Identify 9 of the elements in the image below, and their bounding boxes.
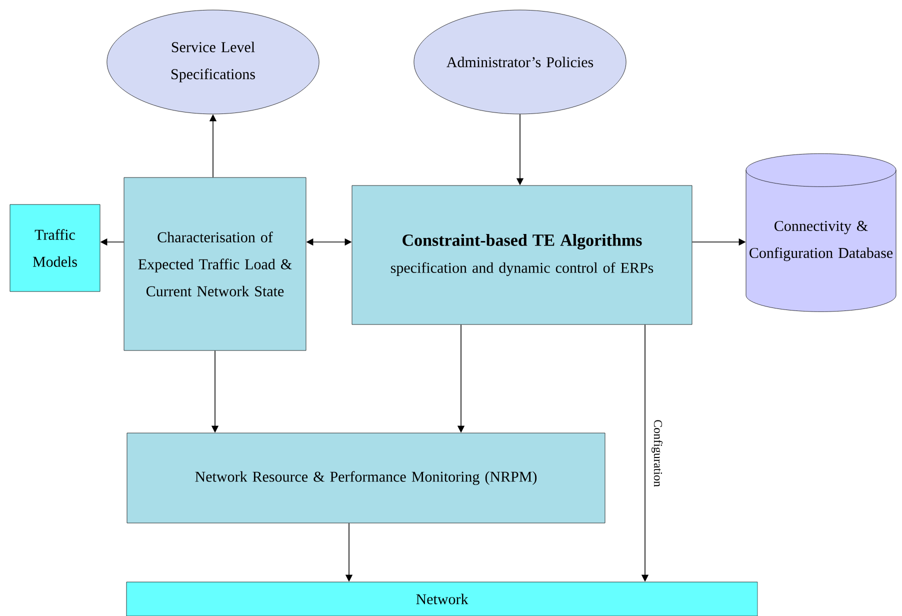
process-box: Network — [126, 582, 758, 616]
database-cylinder: Connectivity & Configuration Database — [746, 153, 896, 312]
process-box: Traffic Models — [10, 204, 100, 292]
process-box: Constraint-based TE Algorithms specification and dynamic control of ERPs — [352, 185, 692, 325]
process-box: Characterisation of Expected Traffic Load & Current Network State — [124, 177, 306, 351]
edge-label: Configuration — [650, 418, 664, 488]
ellipse-node: Administrator’s Policies — [414, 10, 626, 114]
ellipse-node: Service Level Specifications — [106, 10, 320, 114]
process-box: Network Resource & Performance Monitoring (NRPM) — [126, 432, 606, 524]
